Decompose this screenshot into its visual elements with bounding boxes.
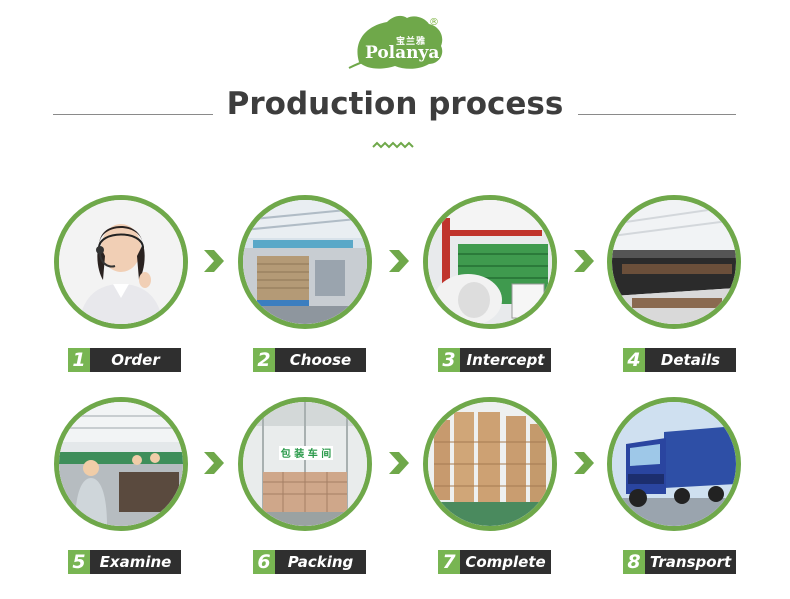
- brand-chinese-name: 宝兰雅: [396, 37, 427, 47]
- step-title: Intercept: [460, 348, 551, 372]
- title-divider-right: [578, 114, 736, 115]
- step-5-label: 5 Examine: [68, 550, 181, 574]
- chevron-right-icon: [574, 250, 594, 272]
- step-8-label: 8 Transport: [623, 550, 736, 574]
- warehouse-materials-icon: [243, 200, 367, 324]
- chevron-right-icon: [574, 452, 594, 474]
- step-number: 4: [623, 348, 645, 372]
- truck-icon: [612, 402, 736, 526]
- step-number: 3: [438, 348, 460, 372]
- chevron-right-icon: [389, 250, 409, 272]
- printing-machine-icon: [612, 200, 736, 324]
- step-title: Details: [645, 348, 736, 372]
- packing-workshop-icon: 包 装 车 间: [243, 402, 367, 526]
- step-title: Transport: [645, 550, 736, 574]
- step-5-photo: [54, 397, 188, 531]
- brand-name: Polanya: [365, 43, 440, 63]
- inspection-workshop-icon: [59, 402, 183, 526]
- step-3-label: 3 Intercept: [438, 348, 551, 372]
- step-6-photo: 包 装 车 间: [238, 397, 372, 531]
- step-number: 8: [623, 550, 645, 574]
- page-title: Production process: [226, 86, 564, 122]
- step-title: Choose: [275, 348, 366, 372]
- brand-logo: ® 宝兰雅 Polanya: [345, 12, 450, 72]
- step-number: 2: [253, 348, 275, 372]
- finished-goods-icon: [428, 402, 552, 526]
- step-number: 1: [68, 348, 90, 372]
- step-title: Examine: [90, 550, 181, 574]
- chevron-right-icon: [389, 452, 409, 474]
- customer-service-icon: [59, 200, 183, 324]
- step-7-label: 7 Complete: [438, 550, 551, 574]
- step-2-label: 2 Choose: [253, 348, 366, 372]
- cutting-machine-icon: [428, 200, 552, 324]
- step-2-photo: [238, 195, 372, 329]
- leaf-logo-icon: [348, 15, 443, 69]
- chevron-right-icon: [204, 452, 224, 474]
- step-3-photo: [423, 195, 557, 329]
- step-number: 5: [68, 550, 90, 574]
- step-7-photo: [423, 397, 557, 531]
- step-number: 7: [438, 550, 460, 574]
- svg-text:包 装 车 间: 包 装 车 间: [281, 447, 331, 460]
- step-4-photo: [607, 195, 741, 329]
- step-6-label: 6 Packing: [253, 550, 366, 574]
- step-8-photo: [607, 397, 741, 531]
- step-number: 6: [253, 550, 275, 574]
- registered-mark: ®: [429, 17, 439, 28]
- wave-ornament-icon: [372, 141, 414, 149]
- step-title: Complete: [460, 550, 551, 574]
- title-divider-left: [53, 114, 213, 115]
- step-1-photo: [54, 195, 188, 329]
- step-title: Packing: [275, 550, 366, 574]
- step-1-label: 1 Order: [68, 348, 181, 372]
- step-4-label: 4 Details: [623, 348, 736, 372]
- chevron-right-icon: [204, 250, 224, 272]
- step-title: Order: [90, 348, 181, 372]
